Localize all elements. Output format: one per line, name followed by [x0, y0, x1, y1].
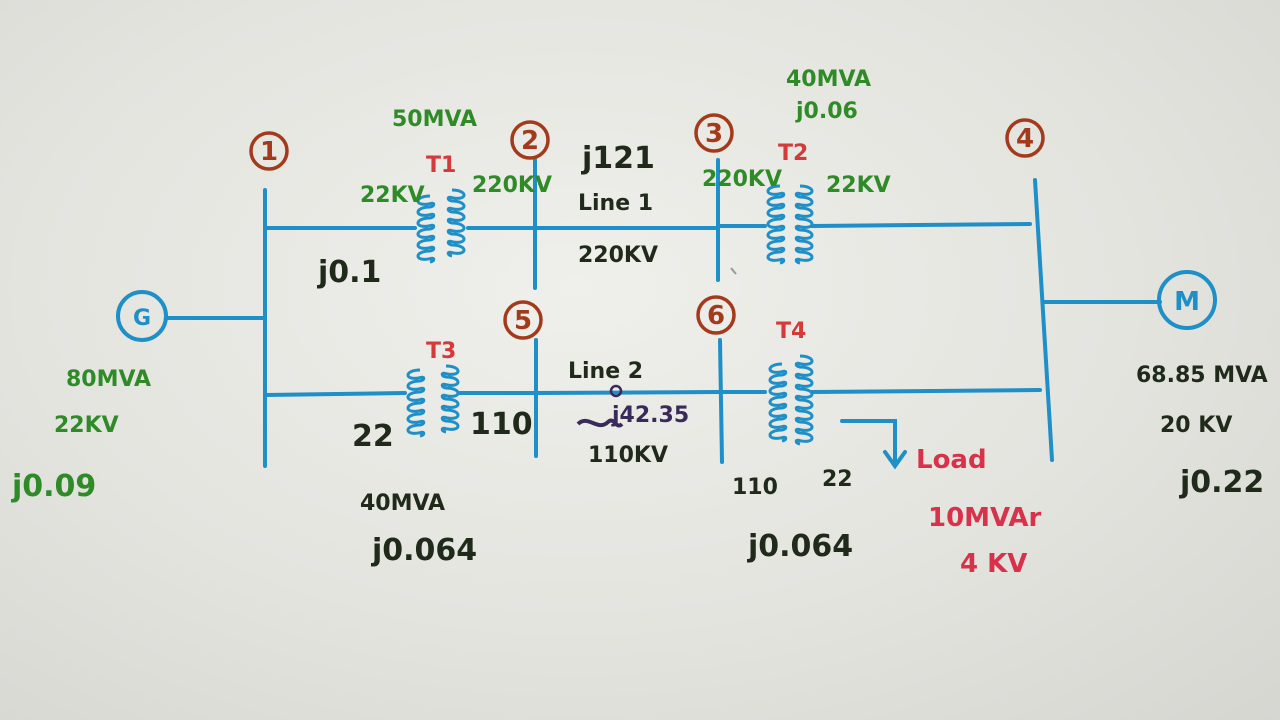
t4-secondary-winding	[794, 354, 814, 446]
lower-line-t3-left	[263, 391, 407, 397]
t1-name: T1	[426, 153, 456, 178]
t3-hv-voltage: 110	[470, 407, 533, 442]
motor-voltage: 20 KV	[1160, 413, 1232, 438]
line2-voltage: 110KV	[588, 443, 668, 468]
bus-marker-2: 2	[510, 120, 550, 160]
t2-primary-winding	[766, 184, 786, 265]
line2-impedance: j42.35	[611, 403, 689, 428]
bus-number: 6	[707, 301, 725, 331]
generator-symbol	[116, 290, 168, 342]
t2-name: T2	[778, 141, 808, 166]
motor-letter: M	[1174, 287, 1200, 317]
line2-name: Line 2	[568, 359, 643, 384]
motor-symbol	[1157, 270, 1217, 330]
bus-marker-3: 3	[694, 113, 734, 153]
bus-number: 4	[1016, 124, 1034, 154]
line2-scribble	[576, 418, 624, 428]
t4-hv-voltage: 110	[732, 475, 778, 500]
t2-secondary-winding	[794, 184, 814, 265]
generator-letter: G	[133, 306, 151, 331]
bus-marker-5: 5	[503, 300, 543, 340]
t4-primary-winding	[768, 362, 788, 443]
line-2	[534, 390, 722, 395]
bus-number: 2	[521, 126, 539, 156]
bus-number: 5	[514, 306, 532, 336]
generator-rating: 80MVA	[66, 367, 151, 392]
load-label: Load	[916, 445, 987, 475]
t1-reactance: j0.1	[317, 255, 381, 290]
t1-hv-voltage: 220KV	[472, 173, 552, 198]
t4-reactance: j0.064	[747, 529, 853, 564]
load-feeder	[840, 419, 897, 464]
bus-number: 3	[705, 119, 723, 149]
bus-number: 1	[260, 137, 278, 167]
bus-marker-6: 6	[696, 295, 736, 335]
t4-name: T4	[776, 319, 806, 344]
t3-reactance: j0.064	[371, 533, 477, 568]
t1-secondary-winding	[446, 188, 466, 258]
lower-line-t4-right	[810, 388, 1042, 394]
line1-impedance: j121	[581, 141, 655, 176]
t1-rating: 50MVA	[392, 107, 477, 132]
motor-rating: 68.85 MVA	[1136, 363, 1268, 388]
upper-line-t2-right	[810, 222, 1032, 228]
t3-secondary-winding	[440, 364, 460, 434]
t2-rating: 40MVA	[786, 67, 871, 92]
bus-marker-4: 4	[1005, 118, 1045, 158]
t3-primary-winding	[406, 368, 426, 438]
motor-reactance: j0.22	[1179, 465, 1264, 500]
load-arrow-head	[883, 450, 907, 470]
generator-voltage: 22KV	[54, 413, 119, 438]
line1-name: Line 1	[578, 191, 653, 216]
load-rating: 10MVAr	[928, 503, 1042, 533]
line1-voltage: 220KV	[578, 243, 658, 268]
bus-bar-4	[1033, 178, 1054, 462]
t1-lv-voltage: 22KV	[360, 183, 425, 208]
t2-lv-voltage: 22KV	[826, 173, 891, 198]
t3-rating: 40MVA	[360, 491, 445, 516]
load-voltage: 4 KV	[960, 549, 1027, 579]
t2-hv-voltage: 220KV	[702, 167, 782, 192]
t2-reactance: j0.06	[795, 99, 858, 124]
t1-primary-winding	[416, 194, 436, 264]
generator-reactance: j0.09	[11, 469, 96, 504]
bus-marker-1: 1	[249, 131, 289, 171]
t4-lv-voltage: 22	[822, 467, 853, 492]
stray-mark	[730, 267, 737, 275]
transformer-coils	[406, 184, 814, 446]
t3-lv-voltage: 22	[352, 419, 394, 454]
line2-marker-dot	[609, 384, 623, 398]
bus-bar-6	[718, 338, 724, 464]
t3-name: T3	[426, 339, 456, 364]
